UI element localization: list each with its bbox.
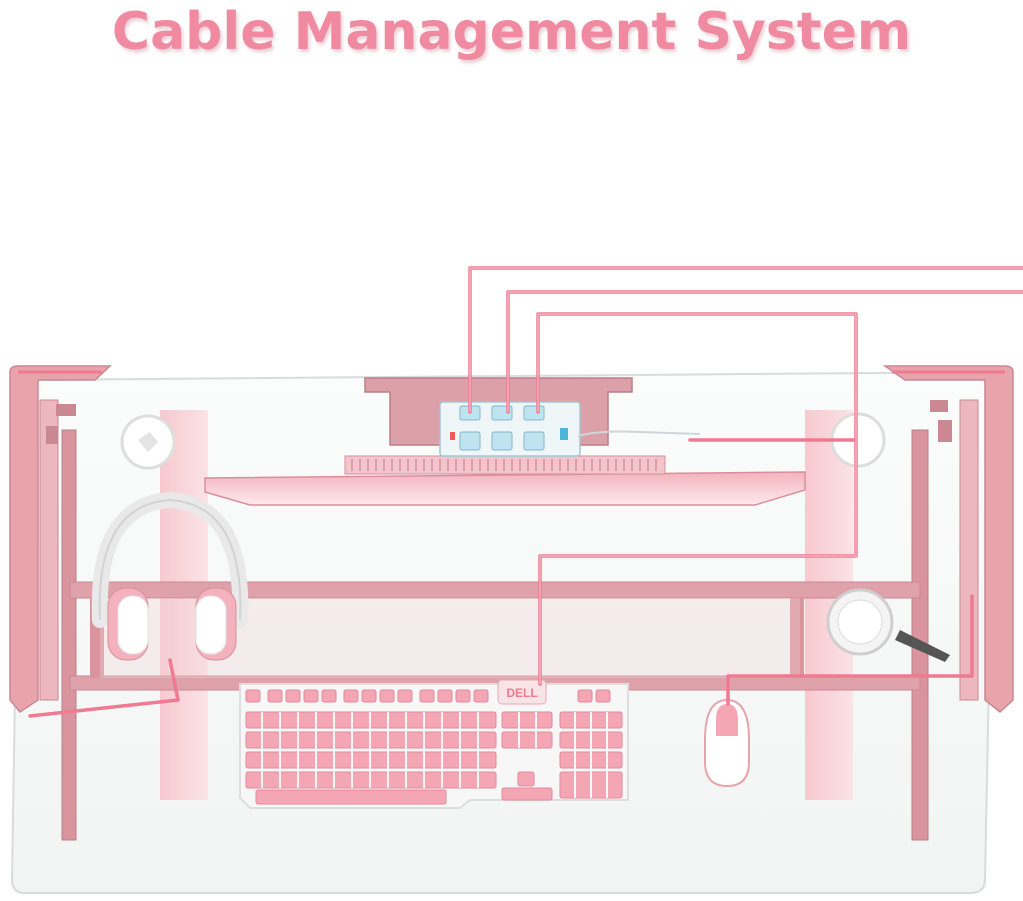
monitor-shelf-icon — [204, 455, 806, 506]
cable-grommet-icon — [120, 412, 886, 470]
mouse-icon — [704, 698, 750, 788]
keyboard-brand-label: DELL — [506, 686, 537, 700]
page-title: Cable Management System — [111, 2, 912, 62]
keyboard-icon: DELL — [239, 679, 629, 809]
headphones-icon — [91, 491, 249, 661]
power-strip-icon — [364, 377, 701, 457]
cup-holder-icon — [826, 588, 950, 662]
